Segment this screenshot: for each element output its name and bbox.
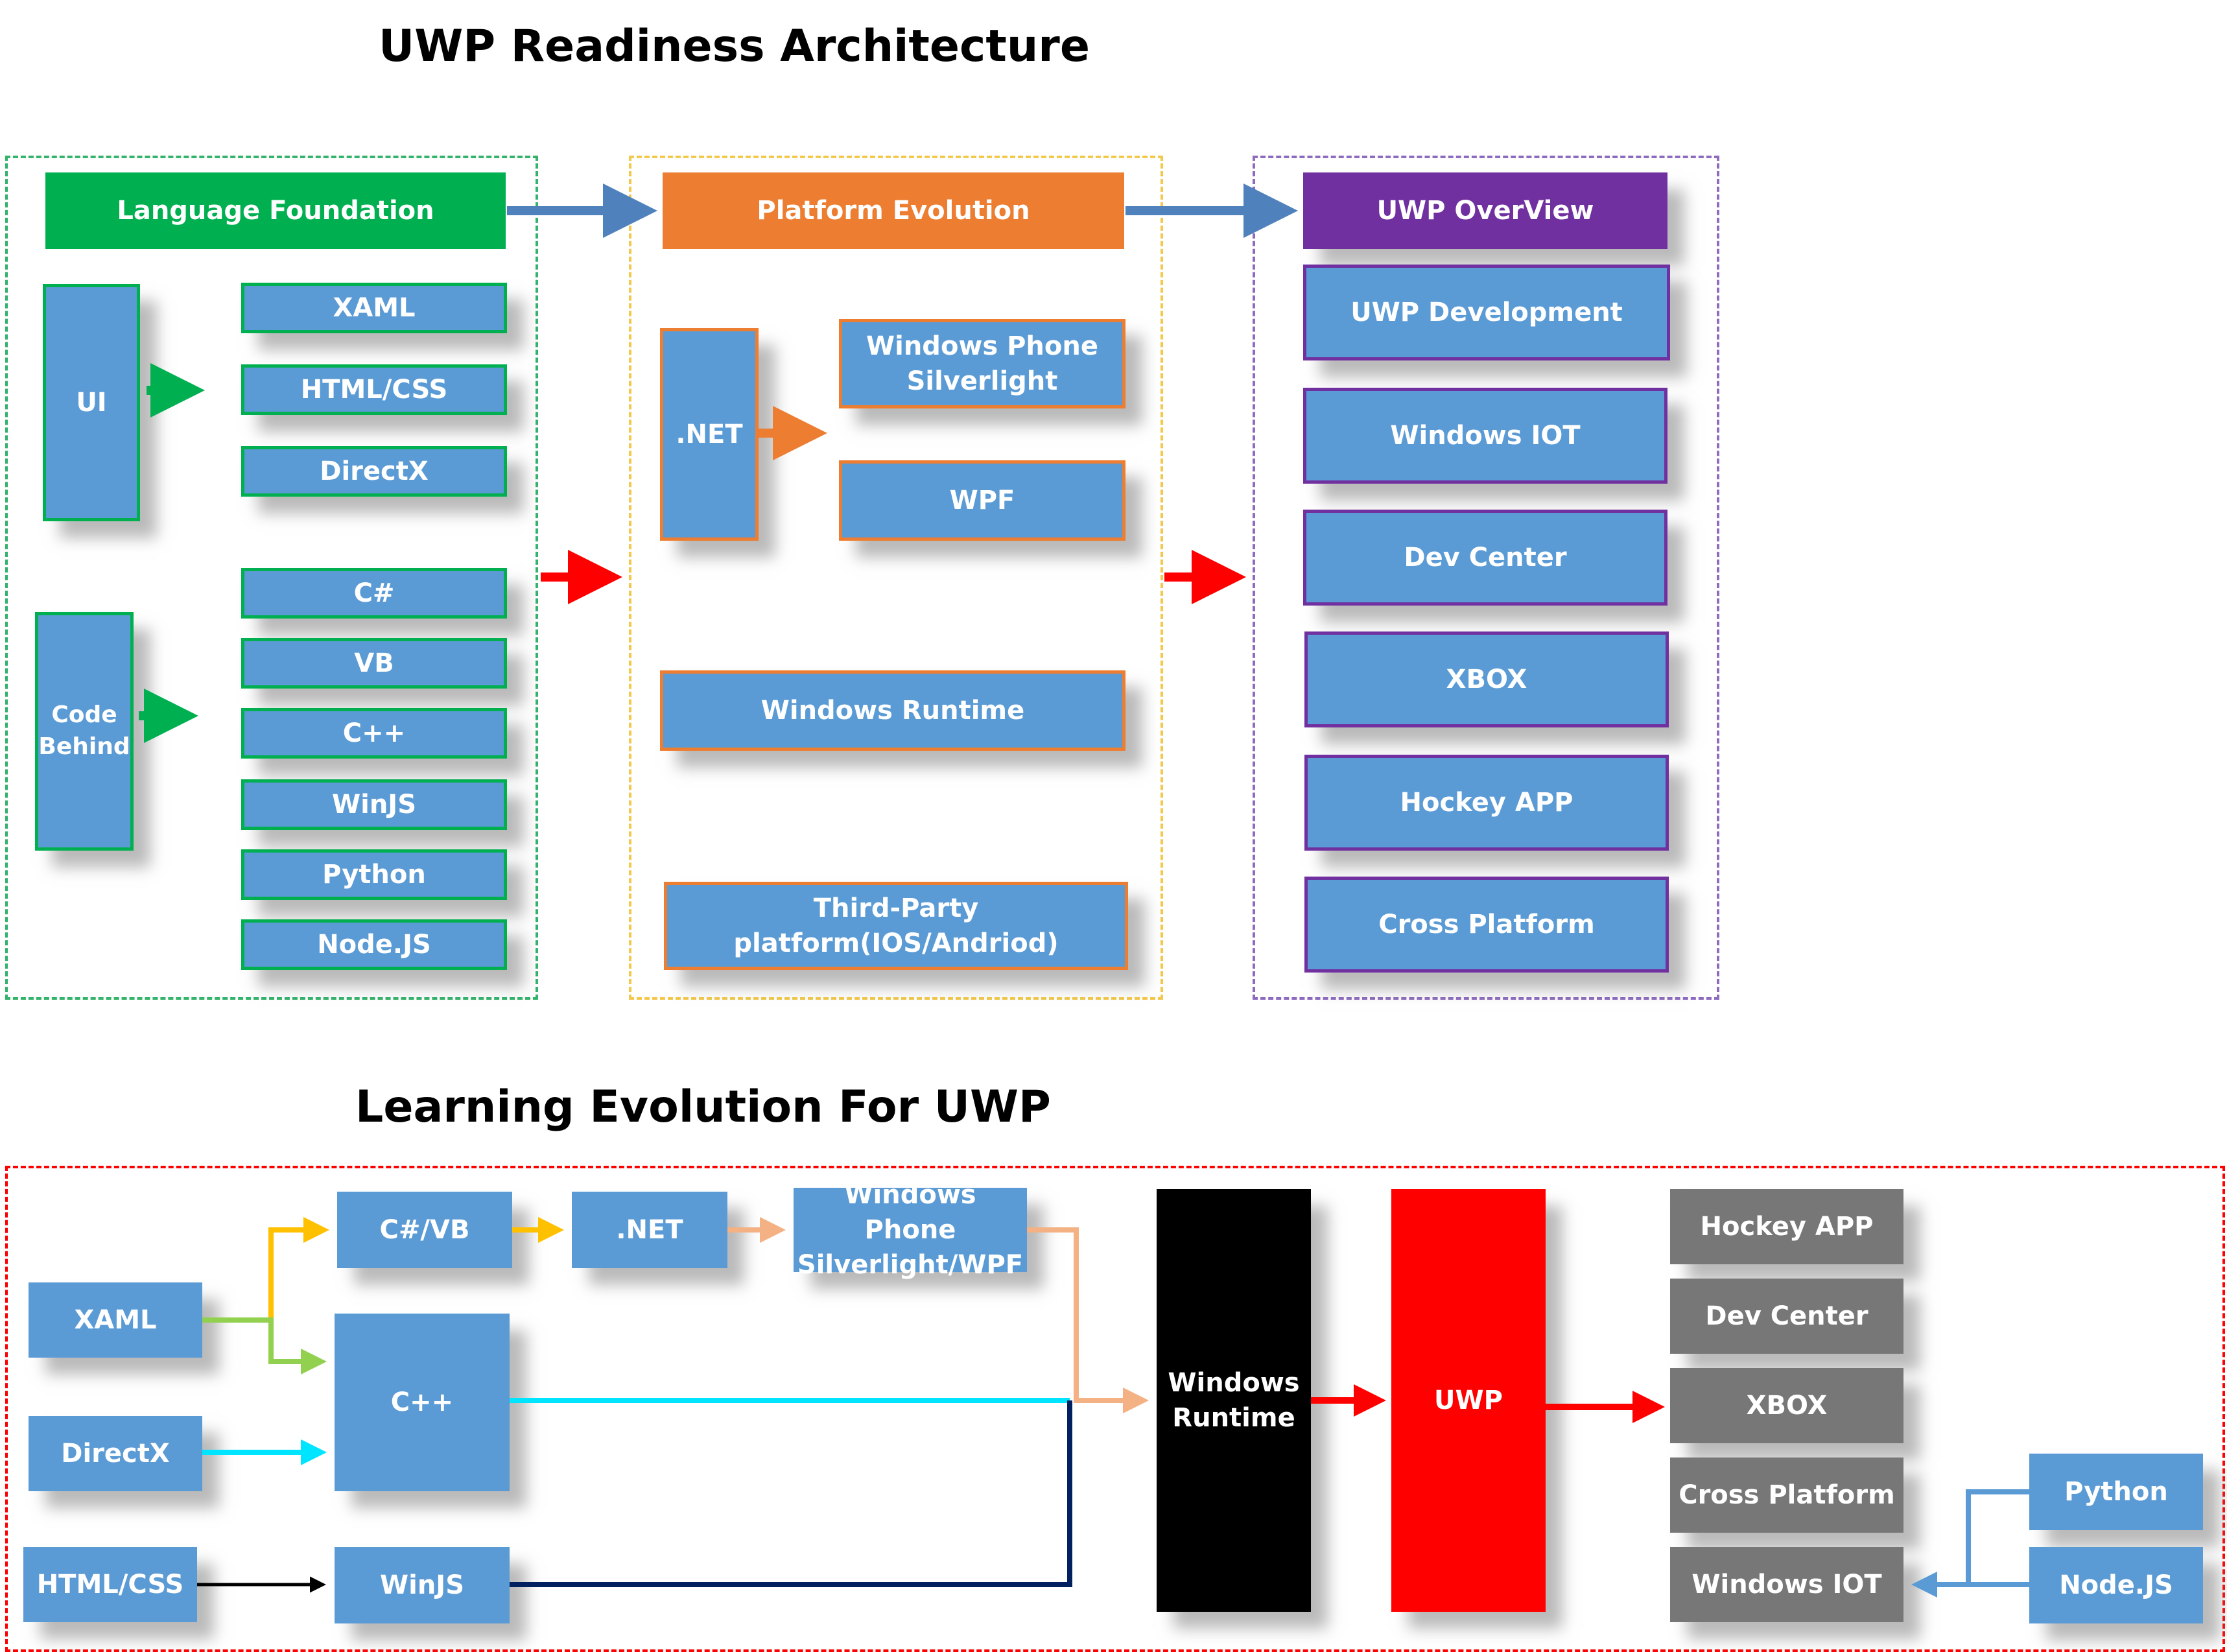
code-item-nodejs: Node.JS [241,919,507,970]
overview-item-xbox: XBOX [1304,631,1669,727]
bottom-xaml-box: XAML [29,1282,202,1358]
code-item-cpp: C++ [241,708,507,759]
bottom-target-xbox: XBOX [1670,1368,1903,1443]
uwp-overview-header: UWP OverView [1303,172,1667,249]
overview-item-dev-center: Dev Center [1303,510,1667,606]
ui-item-xaml: XAML [241,283,507,333]
code-item-csharp: C# [241,568,507,619]
uwp-overview-frame [1253,156,1719,1000]
bottom-cpp-box: C++ [335,1314,510,1491]
third-party-platform-box: Third-Party platform(IOS/Andriod) [664,882,1128,970]
bottom-target-dev-center: Dev Center [1670,1279,1903,1354]
bottom-title: Learning Evolution For UWP [355,1081,1051,1133]
learning-evolution-frame [5,1166,2225,1652]
net-box: .NET [660,328,759,541]
ui-item-htmlcss: HTML/CSS [241,364,507,415]
platform-evolution-frame [629,156,1163,1000]
ui-item-directx: DirectX [241,446,507,497]
language-foundation-frame [5,156,538,1000]
bottom-csvb-box: C#/VB [337,1192,512,1268]
code-item-python: Python [241,849,507,900]
bottom-uwp-box: UWP [1391,1189,1546,1612]
overview-item-cross-platform: Cross Platform [1304,877,1669,973]
ui-box: UI [43,284,140,521]
bottom-nodejs-box: Node.JS [2029,1547,2203,1623]
code-item-winjs: WinJS [241,779,507,830]
platform-evolution-header: Platform Evolution [663,172,1124,249]
bottom-net-box: .NET [572,1192,727,1268]
net-item-winphone-silverlight: Windows Phone Silverlight [839,319,1125,408]
language-foundation-header: Language Foundation [45,172,506,249]
bottom-htmlcss-box: HTML/CSS [23,1547,197,1622]
bottom-target-windows-iot: Windows IOT [1670,1547,1903,1622]
bottom-target-hockey-app: Hockey APP [1670,1189,1903,1264]
code-item-vb: VB [241,638,507,689]
overview-item-hockey-app: Hockey APP [1304,755,1669,851]
overview-item-windows-iot: Windows IOT [1303,388,1667,484]
bottom-winphone-box: Windows Phone Silverlight/WPF [794,1180,1027,1280]
bottom-target-cross-platform: Cross Platform [1670,1457,1903,1533]
bottom-python-box: Python [2029,1454,2203,1530]
top-title: UWP Readiness Architecture [379,21,1090,72]
bottom-winjs-box: WinJS [335,1547,510,1623]
bottom-windows-runtime-box: Windows Runtime [1157,1189,1311,1612]
overview-item-uwp-development: UWP Development [1303,265,1670,360]
net-item-wpf: WPF [839,460,1125,541]
code-behind-box: Code Behind [35,612,134,851]
windows-runtime-box: Windows Runtime [660,670,1125,751]
bottom-directx-box: DirectX [29,1416,202,1491]
